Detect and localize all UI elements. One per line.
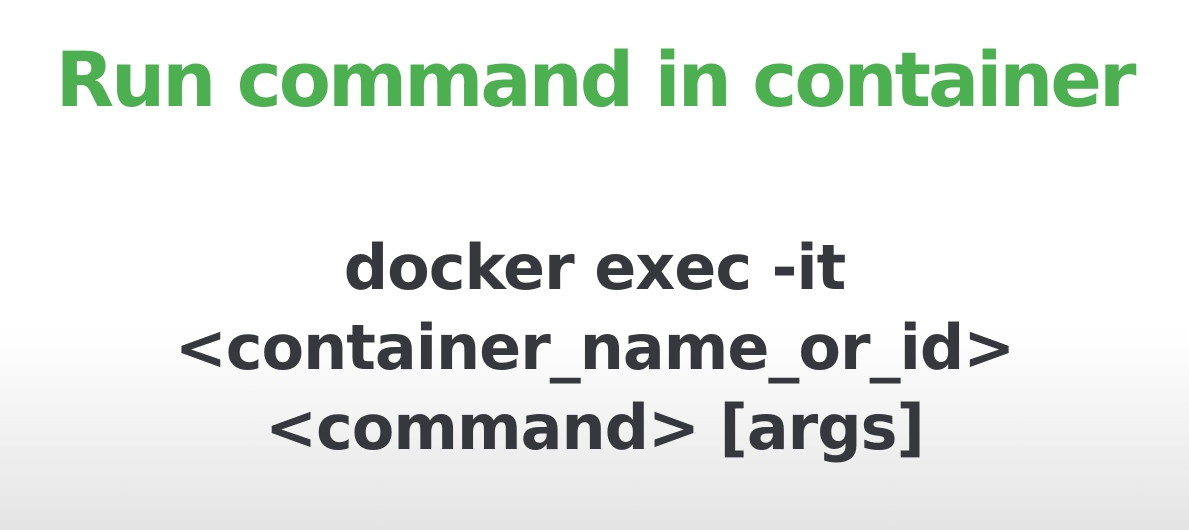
slide-title: Run command in container [55,35,1137,124]
command-line-docker-exec: docker exec -it [343,231,847,304]
command-line-command-args: <command> [args] [265,391,925,464]
command-syntax: docker exec -it <container_name_or_id> <… [0,228,1189,468]
command-line-container-name: <container_name_or_id> [174,311,1015,384]
